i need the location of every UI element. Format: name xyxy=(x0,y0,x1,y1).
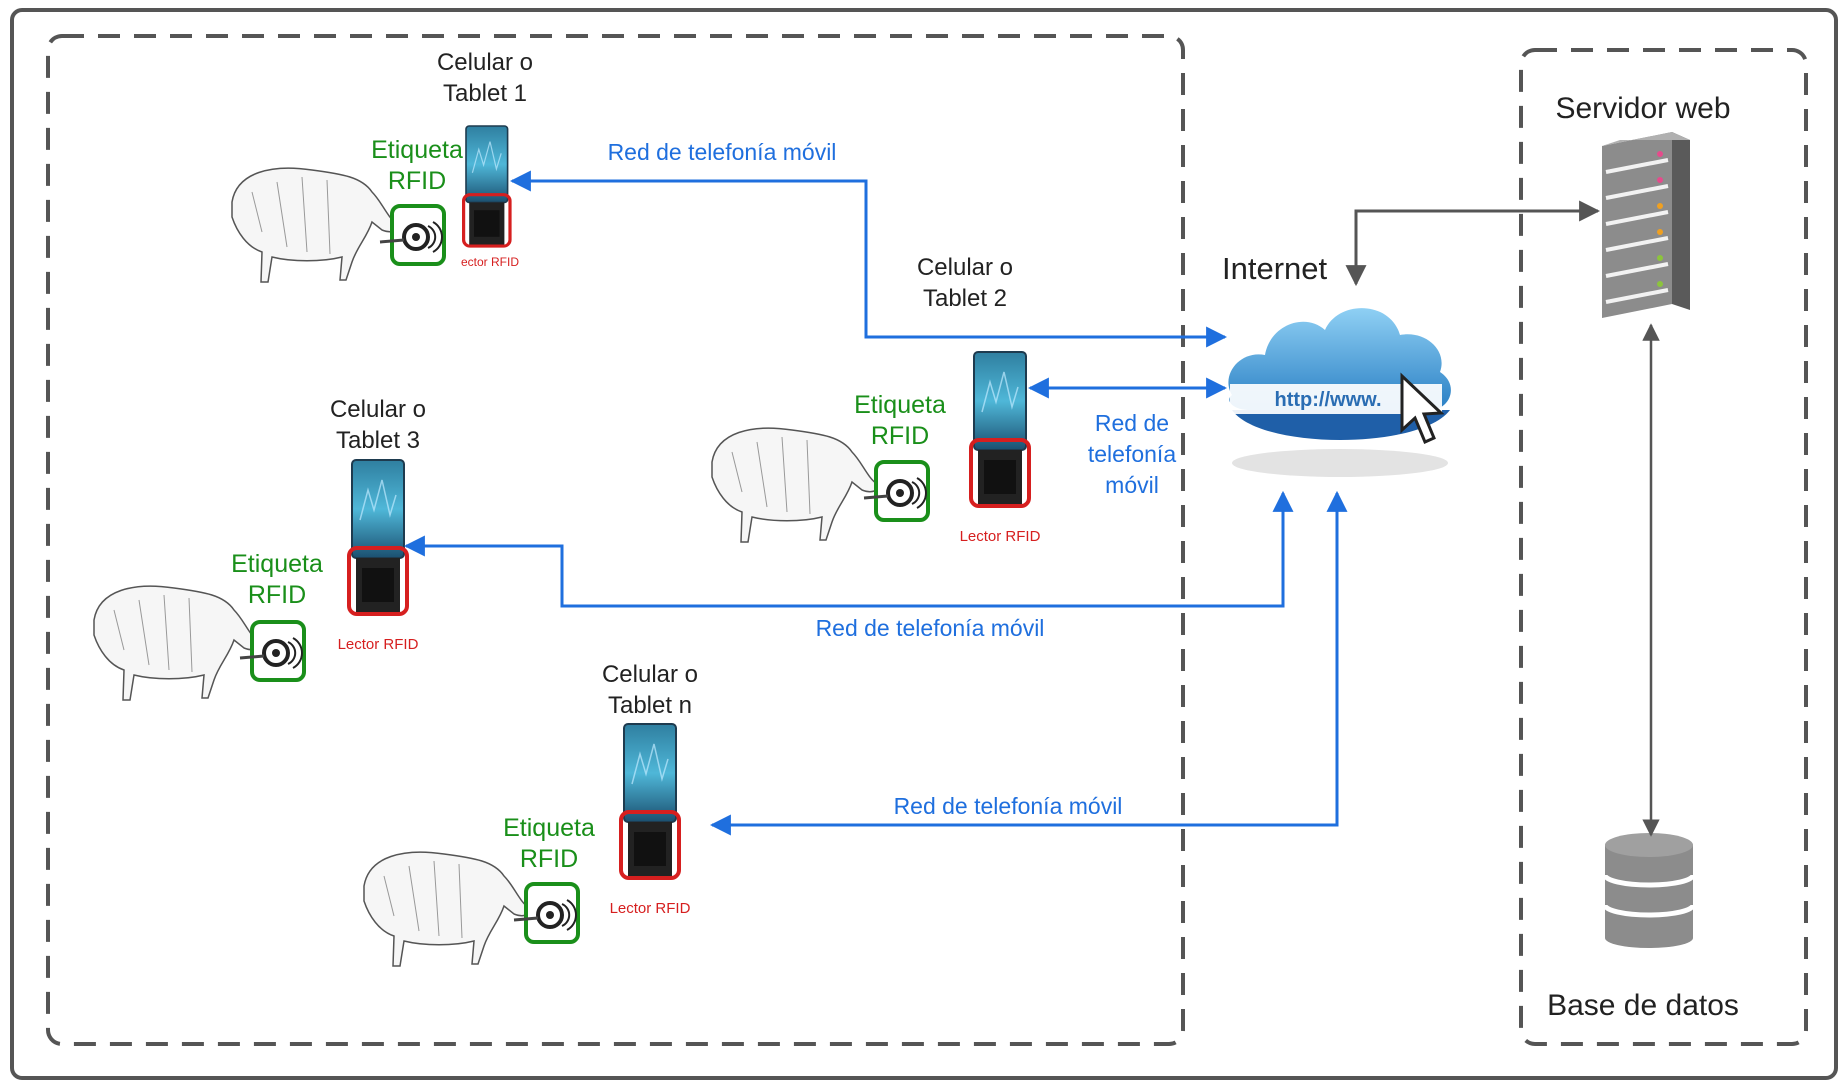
phone-n-icon xyxy=(619,722,681,880)
cow3-illustration xyxy=(93,585,262,701)
phone1-icon xyxy=(462,124,512,248)
link-tablet3-label: Red de telefonía móvil xyxy=(816,615,1045,641)
outer-frame xyxy=(10,8,1838,1080)
phone3-icon xyxy=(347,458,409,616)
internet-label: Internet xyxy=(1222,251,1328,286)
device2-tag-line2: RFID xyxy=(871,422,929,450)
link-tablet-n-internet xyxy=(709,490,1348,836)
device3-tag-line1: Etiqueta xyxy=(231,550,323,578)
link-tablet2-label-line3: móvil xyxy=(1105,472,1159,498)
server-rack-icon xyxy=(1602,132,1690,318)
field-area-frame xyxy=(46,34,1185,1046)
rfid-tag1-icon xyxy=(378,204,446,266)
device2-reader-label: Lector RFID xyxy=(960,528,1041,545)
phone2-icon xyxy=(969,350,1031,508)
cow-n-illustration xyxy=(363,851,532,967)
device1-tag-line1: Etiqueta xyxy=(371,136,463,164)
device-n-tag-line1: Etiqueta xyxy=(503,814,595,842)
link-internet-server xyxy=(1345,200,1601,287)
link-tablet-n-label: Red de telefonía móvil xyxy=(894,793,1123,819)
device-n-title-line1: Celular o xyxy=(602,661,698,688)
device-n-tag-line2: RFID xyxy=(520,845,578,873)
device1-reader-label: ector RFID xyxy=(461,255,519,269)
internet-cloud-icon: http://www. xyxy=(1228,308,1451,477)
device2-title-line2: Tablet 2 xyxy=(923,285,1007,312)
device1-tag-line2: RFID xyxy=(388,167,446,195)
device1-title-line2: Tablet 1 xyxy=(443,80,527,107)
device3-tag-line2: RFID xyxy=(248,581,306,609)
link-tablet3-internet xyxy=(403,490,1294,608)
device3-reader-label: Lector RFID xyxy=(338,636,419,653)
server-area-frame xyxy=(1519,48,1808,1046)
device2-tag-line1: Etiqueta xyxy=(854,391,946,419)
device2-title-line1: Celular o xyxy=(917,254,1013,281)
device3-title-line2: Tablet 3 xyxy=(336,427,420,454)
database-label: Base de datos xyxy=(1547,989,1739,1022)
device3-title-line1: Celular o xyxy=(330,396,426,423)
database-icon xyxy=(1602,833,1696,948)
device1-title-line1: Celular o xyxy=(437,49,533,76)
device-n-title-line2: Tablet n xyxy=(608,692,692,719)
device-n-reader-label: Lector RFID xyxy=(610,900,691,917)
server-label: Servidor web xyxy=(1555,92,1730,125)
link-tablet2-label-line2: telefonía xyxy=(1088,441,1176,467)
cow1-illustration xyxy=(231,167,400,283)
link-tablet1-internet xyxy=(509,170,1228,348)
cursor-icon xyxy=(1400,372,1445,444)
link-tablet2-label-line1: Red de xyxy=(1095,410,1169,436)
internet-url-text: http://www. xyxy=(1274,389,1381,411)
link-tablet1-label: Red de telefonía móvil xyxy=(608,139,837,165)
cow2-illustration xyxy=(711,427,880,543)
